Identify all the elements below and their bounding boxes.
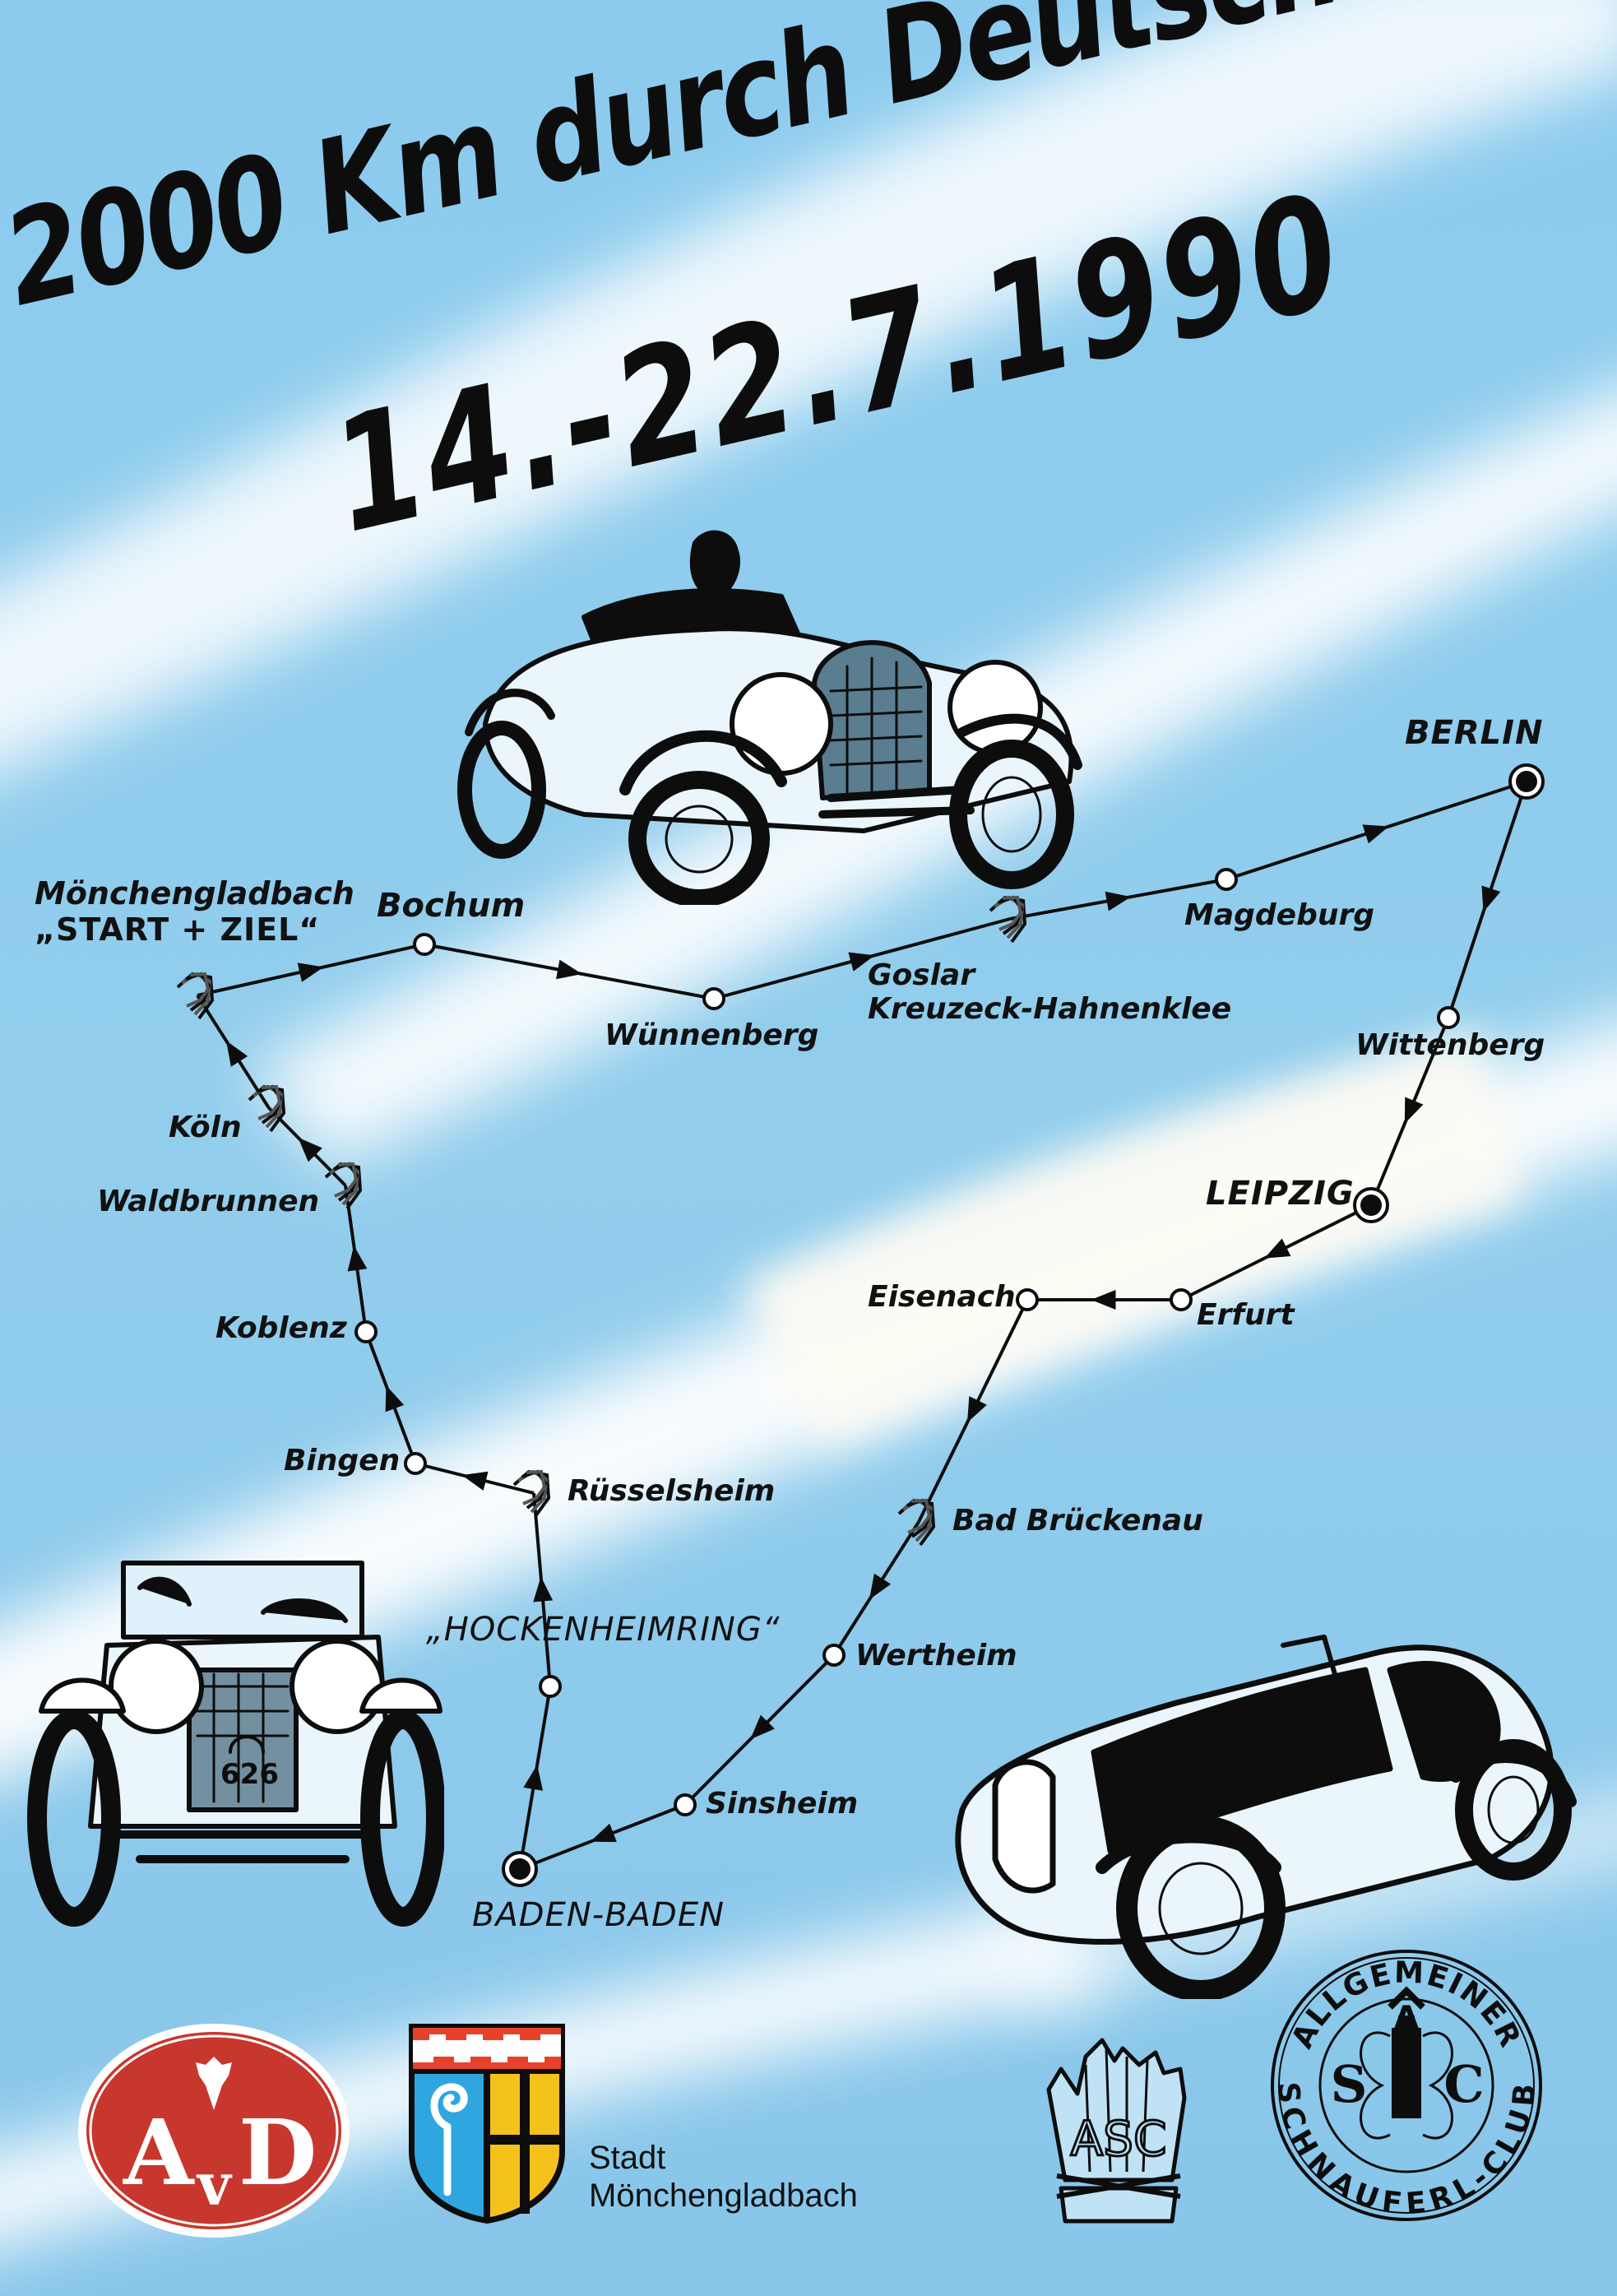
label-eisenach: Eisenach	[868, 1280, 1016, 1314]
avd-letter-v: v	[196, 2150, 233, 2219]
stadt-line2: Mönchengladbach	[589, 2178, 858, 2214]
special-stage-marker-icon	[324, 1162, 363, 1210]
direction-arrow-icon	[461, 1471, 489, 1491]
direction-arrow-icon	[966, 1396, 987, 1423]
label-sinsheim: Sinsheim	[706, 1787, 859, 1821]
schnauferl-letter-c: C	[1443, 2054, 1484, 2114]
major-city-marker-icon	[1353, 1187, 1389, 1223]
stadt-moenchengladbach-text: Stadt Mönchengladbach	[589, 2139, 858, 2215]
route-lines	[196, 780, 1528, 1871]
label-koblenz: Koblenz	[215, 1311, 347, 1345]
label-leipzig: LEIPZIG	[1206, 1175, 1355, 1213]
direction-arrow-icon	[1362, 824, 1389, 844]
special-stage-marker-icon	[989, 895, 1027, 944]
label-moenchengladbach: Mönchengladbach „START + ZIEL“	[35, 875, 354, 948]
city-marker-icon	[1437, 1006, 1460, 1029]
city-marker-icon	[1016, 1288, 1039, 1311]
direction-arrow-icon	[1105, 891, 1132, 911]
direction-arrow-icon	[590, 1823, 617, 1843]
asc-text: ASC	[1071, 2111, 1167, 2167]
label-berlin: BERLIN	[1405, 714, 1544, 752]
direction-arrow-icon	[1091, 1290, 1116, 1310]
city-marker-icon	[674, 1793, 697, 1816]
direction-arrow-icon	[1264, 1238, 1291, 1259]
car-illustration-right	[955, 1635, 1577, 1999]
label-bingen: Bingen	[284, 1444, 401, 1477]
special-stage-marker-icon	[512, 1469, 551, 1518]
special-stage-marker-icon	[176, 972, 215, 1020]
major-city-marker-icon	[502, 1851, 538, 1887]
direction-arrow-icon	[848, 952, 875, 972]
special-stage-marker-icon	[248, 1084, 286, 1133]
avd-letter-a: A	[123, 2099, 195, 2206]
schnauferl-letter-s: S	[1331, 2054, 1368, 2114]
avd-letter-d: D	[239, 2099, 317, 2206]
moenchengladbach-coat-of-arms	[409, 2024, 565, 2224]
label-bochum: Bochum	[377, 887, 526, 925]
city-marker-icon	[413, 933, 436, 956]
label-ruesselsheim: Rüsselsheim	[568, 1474, 776, 1508]
stadt-line1: Stadt	[589, 2140, 666, 2176]
special-stage-marker-icon	[897, 1498, 936, 1547]
route-arrows	[225, 824, 1501, 1843]
city-marker-icon	[702, 987, 725, 1010]
avd-logo: A v D	[78, 2024, 350, 2238]
city-marker-icon	[354, 1320, 378, 1343]
city-marker-icon	[539, 1675, 562, 1698]
direction-arrow-icon	[750, 1714, 775, 1740]
label-wuennenberg: Wünnenberg	[605, 1018, 819, 1052]
label-magdeburg: Magdeburg	[1184, 898, 1374, 932]
label-goslar: Goslar Kreuzeck-Hahnenklee	[868, 958, 1231, 1027]
label-bad-brueckenau: Bad Brückenau	[952, 1504, 1203, 1538]
direction-arrow-icon	[385, 1385, 405, 1412]
label-wertheim: Wertheim	[855, 1639, 1017, 1672]
city-marker-icon	[1170, 1288, 1193, 1311]
city-marker-icon	[1215, 868, 1238, 891]
direction-arrow-icon	[225, 1040, 248, 1067]
direction-arrow-icon	[297, 962, 324, 982]
label-baden-baden: BADEN-BADEN	[472, 1896, 725, 1934]
label-goslar-name: Goslar	[868, 958, 975, 992]
car-number: 626	[220, 1758, 279, 1791]
direction-arrow-icon	[1404, 1097, 1424, 1124]
label-wittenberg: Wittenberg	[1355, 1028, 1545, 1062]
schnauferl-club-logo: ALLGEMEINER SCHNAUFERL-CLUB S C A	[1271, 1950, 1542, 2221]
spark-plug-icon	[1392, 2015, 1421, 2118]
direction-arrow-icon	[1481, 885, 1501, 912]
direction-arrow-icon	[298, 1137, 322, 1162]
car-illustration-top	[457, 530, 1082, 905]
direction-arrow-icon	[556, 959, 582, 980]
label-hockenheimring: „HOCKENHEIMRING“	[426, 1611, 781, 1649]
route-markers	[176, 763, 1545, 1887]
label-erfurt: Erfurt	[1197, 1298, 1295, 1332]
label-goslar-sub: Kreuzeck-Hahnenklee	[868, 992, 1232, 1027]
eagle-icon	[196, 2057, 232, 2110]
direction-arrow-icon	[533, 1576, 554, 1603]
direction-arrow-icon	[523, 1765, 544, 1791]
city-marker-icon	[404, 1452, 427, 1475]
schnauferl-letter-a: A	[1394, 2000, 1420, 2038]
car-illustration-left: 626	[27, 1561, 444, 1927]
label-waldbrunnen: Waldbrunnen	[97, 1185, 320, 1218]
asc-asparagus-logo: ASC	[1046, 2038, 1187, 2224]
crozier-icon	[430, 2083, 468, 2196]
direction-arrow-icon	[347, 1245, 368, 1272]
major-city-marker-icon	[1508, 763, 1545, 800]
label-moenchengladbach-name: Mönchengladbach	[35, 875, 354, 911]
label-koeln: Köln	[169, 1111, 242, 1144]
city-marker-icon	[822, 1644, 846, 1667]
direction-arrow-icon	[869, 1573, 892, 1600]
label-start-ziel: „START + ZIEL“	[35, 911, 321, 948]
